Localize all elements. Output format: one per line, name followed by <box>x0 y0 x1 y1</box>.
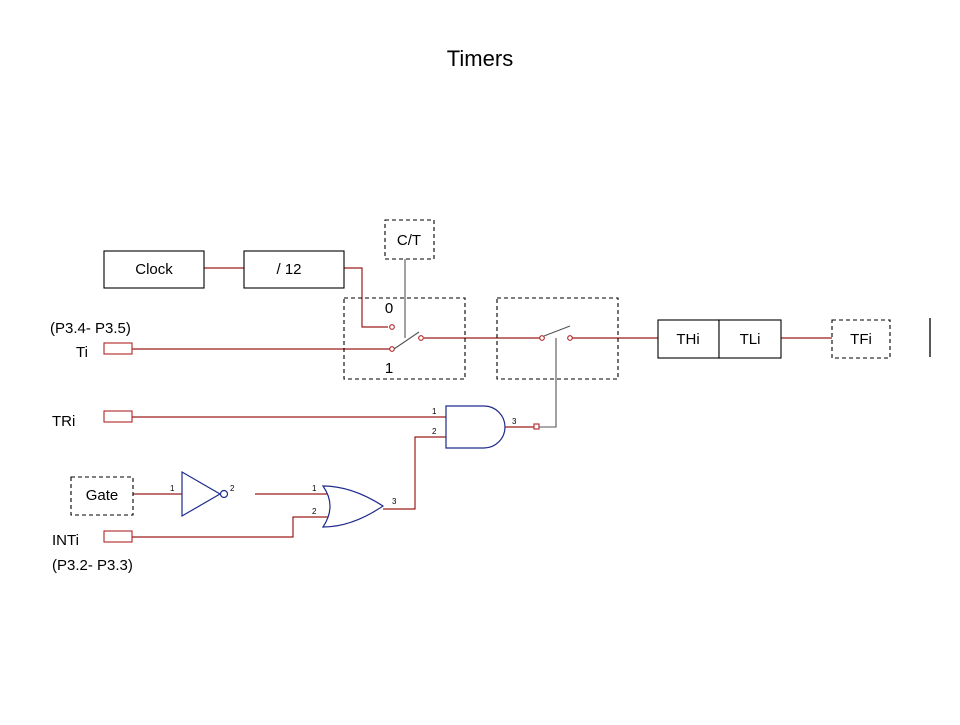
or-pin-1: 1 <box>312 484 317 493</box>
divide-by-12-label: / 12 <box>276 261 301 278</box>
not-pin-1: 1 <box>170 484 175 493</box>
clock-block: Clock <box>103 250 205 289</box>
tri-label: TRi <box>52 413 75 430</box>
tli-label: TLi <box>740 331 761 348</box>
inti-input: INTi (P3.2- P3.3) <box>52 530 133 574</box>
switch-pos-0-label: 0 <box>385 300 393 317</box>
ct-label: C/T <box>397 232 421 249</box>
or-pin-2: 2 <box>312 507 317 516</box>
gate-input: Gate <box>70 476 134 516</box>
timer-register: THi TLi <box>657 319 782 359</box>
and-pin-2: 2 <box>432 427 437 436</box>
ti-port-label: (P3.4- P3.5) <box>50 320 131 337</box>
wires <box>132 259 832 538</box>
tfi-flag-block: TFi <box>831 319 891 359</box>
inti-port-label: (P3.2- P3.3) <box>52 557 133 574</box>
mode-switch: 0 1 <box>343 297 466 380</box>
and-pin-1: 1 <box>432 407 437 416</box>
tfi-label: TFi <box>850 331 872 348</box>
tri-input: TRi <box>52 410 133 430</box>
thi-label: THi <box>676 331 699 348</box>
and-pin-3: 3 <box>512 417 517 426</box>
ti-label: Ti <box>76 344 88 361</box>
not-pin-2: 2 <box>230 484 235 493</box>
run-switch <box>496 297 619 380</box>
clock-label: Clock <box>135 261 173 278</box>
gate-label: Gate <box>86 487 119 504</box>
and-gate: 1 2 3 <box>432 405 540 449</box>
switch-pos-1-label: 1 <box>385 360 393 377</box>
ti-input: (P3.4- P3.5) Ti <box>50 320 133 361</box>
divide-by-12-block: / 12 <box>243 250 345 289</box>
inti-label: INTi <box>52 532 79 549</box>
or-pin-3: 3 <box>392 497 397 506</box>
ct-block: C/T <box>384 219 435 260</box>
not-gate: 1 2 <box>170 470 235 518</box>
or-gate: 1 2 3 <box>312 484 397 528</box>
page-title: Timers <box>447 46 513 71</box>
